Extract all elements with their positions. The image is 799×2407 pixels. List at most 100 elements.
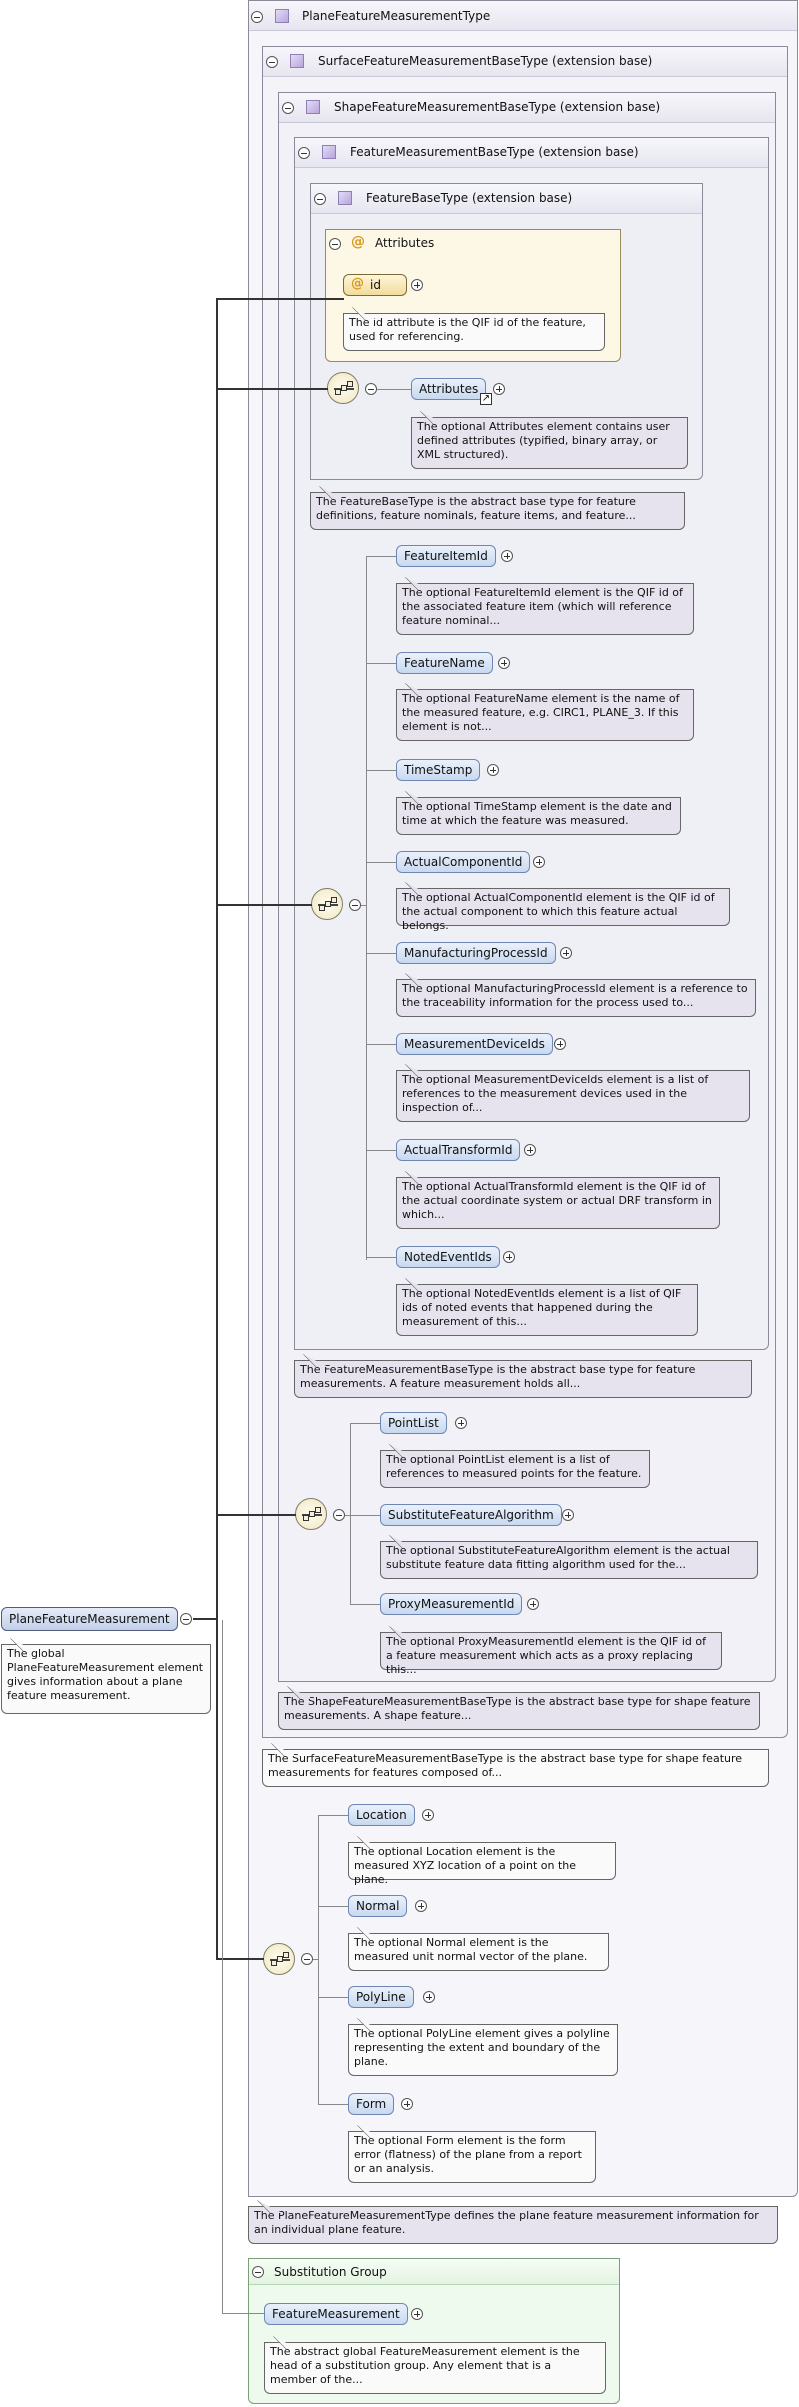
expand-attributes-icon[interactable] [493, 383, 505, 395]
connector-line [318, 1906, 348, 1907]
normal-doc: The optional Normal element is the measu… [348, 1933, 609, 1971]
connector-line [222, 1620, 223, 2313]
actual-transform-id-doc: The optional ActualTransformId element i… [396, 1177, 720, 1229]
connector-line [216, 904, 312, 906]
attribute-at-icon: @ [351, 276, 364, 291]
expand-id-icon[interactable] [411, 279, 423, 291]
expand-icon[interactable] [533, 856, 545, 868]
connector-line [345, 1515, 351, 1516]
complex-type-icon [306, 100, 320, 114]
feature-item-id-doc: The optional FeatureItemId element is th… [396, 583, 694, 635]
collapse-sequence-icon[interactable] [365, 383, 377, 395]
element-location[interactable]: Location [348, 1804, 415, 1826]
connector-line [216, 1958, 264, 1960]
sequence-compositor-icon[interactable] [327, 372, 359, 404]
expand-icon[interactable] [554, 1038, 566, 1050]
expand-icon[interactable] [503, 1251, 515, 1263]
collapse-shape-type-icon[interactable] [282, 102, 294, 114]
collapse-measurement-type-icon[interactable] [298, 147, 310, 159]
element-attributes[interactable]: Attributes [411, 378, 487, 400]
shape-type-title: ShapeFeatureMeasurementBaseType (extensi… [334, 100, 661, 114]
form-doc: The optional Form element is the form er… [348, 2131, 596, 2183]
expand-icon[interactable] [411, 2308, 423, 2320]
element-manufacturing-process-id[interactable]: ManufacturingProcessId [396, 942, 556, 964]
measurement-type-header [295, 138, 768, 168]
plane-type-doc: The PlaneFeatureMeasurementType defines … [248, 2206, 778, 2244]
complex-type-icon [338, 191, 352, 205]
element-time-stamp[interactable]: TimeStamp [396, 759, 481, 781]
element-substitute-feature-algorithm[interactable]: SubstituteFeatureAlgorithm [380, 1504, 562, 1526]
connector-line [222, 2313, 264, 2314]
element-feature-item-id[interactable]: FeatureItemId [396, 545, 496, 567]
element-actual-transform-id[interactable]: ActualTransformId [396, 1139, 521, 1161]
element-actual-component-id[interactable]: ActualComponentId [396, 851, 531, 873]
expand-icon[interactable] [423, 1991, 435, 2003]
substitution-group-title: Substitution Group [274, 2265, 387, 2279]
connector-line [216, 298, 218, 1958]
actual-component-id-doc: The optional ActualComponentId element i… [396, 888, 730, 932]
expand-icon[interactable] [498, 657, 510, 669]
collapse-base-type-icon[interactable] [314, 193, 326, 205]
id-attribute-doc: The id attribute is the QIF id of the fe… [343, 313, 605, 351]
base-type-header [311, 184, 702, 214]
expand-icon[interactable] [487, 764, 499, 776]
collapse-sequence-icon[interactable] [349, 899, 361, 911]
connector-line [216, 298, 344, 300]
surface-type-title: SurfaceFeatureMeasurementBaseType (exten… [318, 54, 653, 68]
connector-line [318, 1997, 348, 1998]
connector-line [366, 770, 396, 771]
poly-line-doc: The optional PolyLine element gives a po… [348, 2024, 618, 2076]
connector-line [216, 388, 328, 390]
connector-line [350, 1423, 351, 1604]
collapse-surface-type-icon[interactable] [266, 56, 278, 68]
connector-line [366, 1150, 396, 1151]
root-element-plane-feature-measurement[interactable]: PlaneFeatureMeasurement [1, 1607, 178, 1631]
sequence-compositor-icon[interactable] [311, 888, 343, 920]
expand-icon[interactable] [422, 1809, 434, 1821]
base-type-doc: The FeatureBaseType is the abstract base… [310, 492, 685, 530]
sequence-compositor-icon[interactable] [263, 1943, 295, 1975]
external-link-icon[interactable]: ↗ [480, 393, 492, 405]
root-element-doc: The global PlaneFeatureMeasurement eleme… [1, 1644, 211, 1714]
connector-line [350, 1604, 380, 1605]
connector-line [216, 1514, 296, 1516]
attributes-element-doc: The optional Attributes element contains… [411, 417, 688, 469]
feature-name-doc: The optional FeatureName element is the … [396, 689, 694, 741]
complex-type-icon [275, 9, 289, 23]
element-form[interactable]: Form [348, 2093, 395, 2115]
expand-icon[interactable] [415, 1900, 427, 1912]
expand-icon[interactable] [501, 550, 513, 562]
complex-type-icon [322, 145, 336, 159]
element-feature-name[interactable]: FeatureName [396, 652, 493, 674]
sequence-compositor-icon[interactable] [295, 1498, 327, 1530]
element-proxy-measurement-id[interactable]: ProxyMeasurementId [380, 1593, 523, 1615]
complex-type-icon [290, 54, 304, 68]
connector-line [366, 556, 396, 557]
collapse-substitution-icon[interactable] [252, 2266, 264, 2278]
attribute-at-icon: @ [351, 234, 365, 250]
connector-line [366, 663, 396, 664]
attributes-group-title: Attributes [375, 236, 435, 250]
element-measurement-device-ids[interactable]: MeasurementDeviceIds [396, 1033, 553, 1055]
collapse-root-icon[interactable] [180, 1613, 192, 1625]
collapse-sequence-icon[interactable] [333, 1509, 345, 1521]
expand-icon[interactable] [560, 947, 572, 959]
connector-line [313, 1959, 319, 1960]
collapse-sequence-icon[interactable] [301, 1953, 313, 1965]
id-attribute[interactable]: id [343, 274, 407, 296]
element-point-list[interactable]: PointList [380, 1412, 447, 1434]
expand-icon[interactable] [562, 1509, 574, 1521]
expand-icon[interactable] [527, 1598, 539, 1610]
expand-icon[interactable] [524, 1144, 536, 1156]
collapse-attributes-icon[interactable] [329, 238, 341, 250]
location-doc: The optional Location element is the mea… [348, 1842, 616, 1886]
connector-line [366, 556, 367, 1260]
element-poly-line[interactable]: PolyLine [348, 1986, 414, 2008]
element-feature-measurement[interactable]: FeatureMeasurement [264, 2303, 408, 2325]
element-normal[interactable]: Normal [348, 1895, 408, 1917]
collapse-plane-type-icon[interactable] [251, 11, 263, 23]
feature-measurement-doc: The abstract global FeatureMeasurement e… [264, 2342, 606, 2394]
element-noted-event-ids[interactable]: NotedEventIds [396, 1246, 500, 1268]
expand-icon[interactable] [455, 1417, 467, 1429]
expand-icon[interactable] [401, 2098, 413, 2110]
